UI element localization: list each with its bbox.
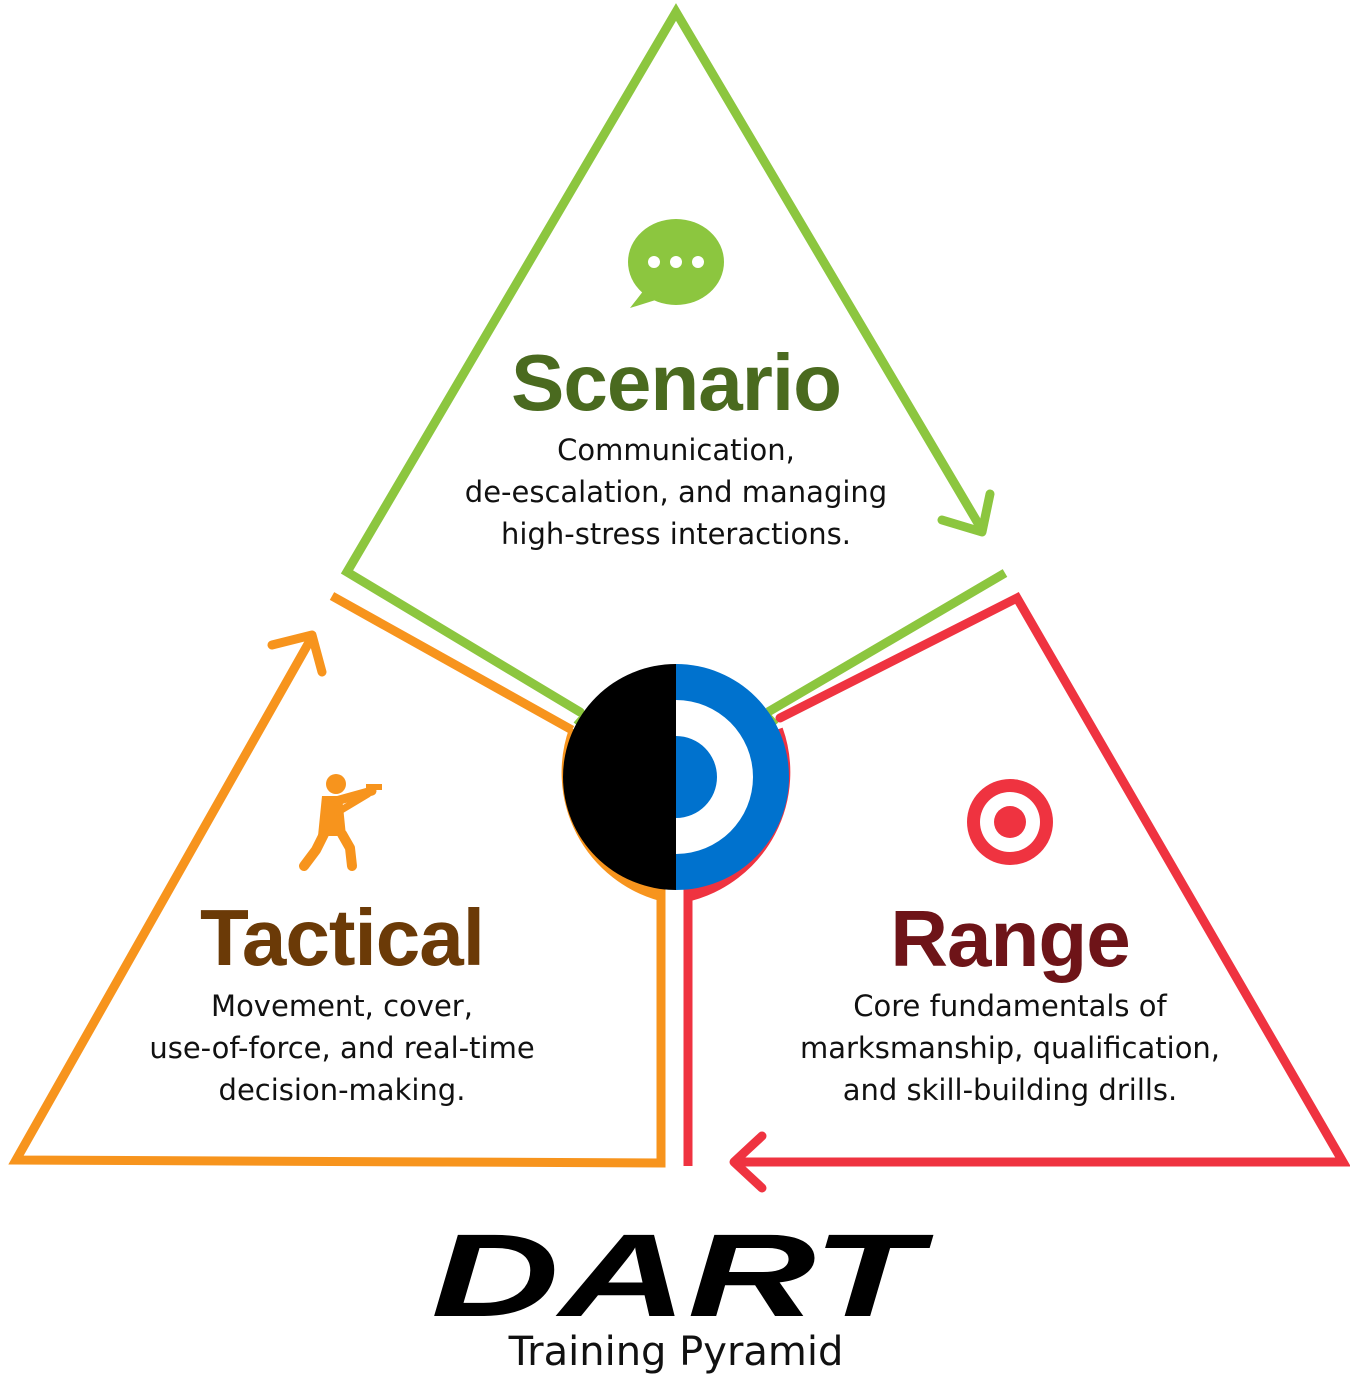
dart-logo: DART Training Pyramid — [431, 1210, 934, 1375]
tactical-connector-line — [329, 592, 575, 734]
scenario-arrowhead — [937, 489, 995, 537]
center-black-half — [563, 664, 676, 890]
range-desc-line-2: marksmanship, qualification, — [800, 1031, 1220, 1065]
scenario-title: Scenario — [511, 338, 841, 427]
scenario-connector-line — [765, 569, 1008, 716]
range-arrowhead — [729, 1131, 767, 1193]
tactical-desc-line-2: use-of-force, and real-time — [149, 1031, 534, 1065]
logo-subtitle: Training Pyramid — [508, 1329, 844, 1375]
center-badge — [561, 664, 791, 901]
target-icon — [967, 779, 1053, 865]
shooter-icon — [299, 774, 382, 871]
scenario-desc-line-3: high-stress interactions. — [501, 517, 851, 551]
range-section: Range Core fundamentals of marksmanship,… — [683, 592, 1350, 1193]
center-white-ring — [676, 700, 753, 854]
scenario-triangle-outline — [340, 3, 987, 717]
scenario-desc-line-1: Communication, — [557, 433, 795, 467]
speech-bubble-icon — [628, 219, 724, 308]
tactical-desc-line-1: Movement, cover, — [211, 989, 473, 1023]
range-desc-line-3: and skill-building drills. — [843, 1073, 1178, 1107]
tactical-section: Tactical Movement, cover, use-of-force, … — [8, 592, 666, 1168]
tactical-arrowhead — [267, 630, 327, 677]
tactical-triangle-outline — [8, 632, 666, 1168]
range-desc-line-1: Core fundamentals of — [853, 989, 1167, 1023]
tactical-title: Tactical — [200, 893, 484, 982]
scenario-section: Scenario Communication, de-escalation, a… — [340, 3, 1008, 717]
scenario-desc-line-2: de-escalation, and managing — [465, 475, 887, 509]
range-triangle-outline — [730, 592, 1350, 1167]
range-title: Range — [890, 894, 1130, 983]
dart-logo-text: DART — [431, 1210, 934, 1342]
tactical-desc-line-3: decision-making. — [219, 1073, 466, 1107]
